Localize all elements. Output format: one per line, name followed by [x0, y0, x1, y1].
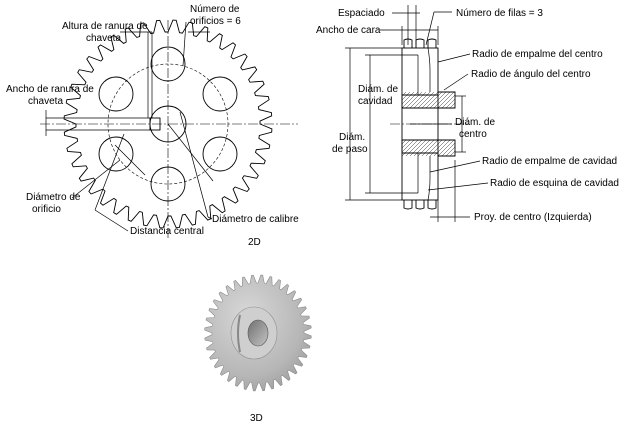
- hatch-line: [417, 91, 435, 109]
- label-keyway-height-1: Altura de ranura de: [62, 21, 148, 32]
- hatch-line: [401, 91, 419, 109]
- hatch-line: [437, 91, 455, 109]
- hatch-line: [413, 139, 431, 157]
- tooth-row: [427, 200, 437, 210]
- hatch-line: [429, 139, 447, 157]
- tooth-row: [427, 38, 437, 48]
- hatch-line: [409, 91, 427, 109]
- label-hole-diameter-1: Diámetro de: [26, 192, 81, 203]
- hatch-line: [449, 102, 456, 109]
- tooth-row: [415, 200, 425, 210]
- hatch-line: [433, 91, 451, 109]
- hatch-line: [401, 139, 407, 145]
- lightening-hole: [98, 136, 134, 172]
- label-hub-angle-radius: Radio de ángulo del centro: [471, 69, 591, 80]
- side-view-leaders: [345, 5, 489, 222]
- iso-bore: [247, 319, 269, 347]
- label-cavity-fillet-radius: Radio de empalme de cavidad: [482, 156, 617, 167]
- label-spacing: Espaciado: [338, 8, 385, 19]
- label-num-holes-1: Número de: [190, 4, 240, 15]
- hatch-line: [437, 139, 455, 157]
- hatch-line: [401, 91, 407, 97]
- hatch-line: [449, 150, 456, 157]
- label-cavity-diameter-1: Diám. de: [358, 84, 398, 95]
- hatch-line: [401, 91, 415, 105]
- label-num-holes-2: orificios = 6: [190, 16, 241, 27]
- hatch-line: [453, 106, 456, 109]
- label-center-distance: Distancia central: [130, 226, 204, 237]
- label-hub-diameter-1: Diám. de: [455, 117, 495, 128]
- hatch-line: [441, 94, 456, 109]
- hatch-line: [421, 139, 439, 157]
- hatch-line: [401, 139, 411, 149]
- label-cavity-corner-radius: Radio de esquina de cavidad: [490, 178, 619, 189]
- hatch-line: [421, 91, 439, 109]
- hatch-line: [425, 139, 443, 157]
- tooth-row: [403, 200, 413, 210]
- hatch-line: [401, 139, 415, 153]
- hatch-line: [425, 91, 443, 109]
- label-hub-fillet-radius: Radio de empalme del centro: [472, 49, 603, 60]
- hatch-line: [453, 154, 456, 157]
- hatch-line: [445, 98, 456, 109]
- label-cavity-diameter-2: cavidad: [358, 96, 392, 107]
- label-hole-diameter-2: orificio: [32, 204, 61, 215]
- hatch-line: [429, 91, 447, 109]
- hatch-line: [401, 139, 419, 157]
- front-view-leaders: [45, 21, 214, 232]
- front-view: [40, 19, 298, 240]
- labels: Altura de ranura de chaveta Número de or…: [6, 4, 619, 424]
- hatch-line: [401, 91, 411, 101]
- side-section-view: [390, 38, 470, 210]
- label-pitch-diameter-2: de paso: [332, 144, 368, 155]
- hatch-line: [405, 91, 423, 109]
- label-hub-diameter-2: centro: [459, 129, 487, 140]
- iso-hub-shadow: [237, 314, 241, 353]
- hatch-line: [413, 91, 431, 109]
- label-pitch-diameter-1: Diám.: [339, 132, 365, 143]
- label-keyway-width-2: chaveta: [28, 96, 63, 107]
- label-bore-diameter: Diámetro de calibre: [212, 214, 299, 225]
- hatch-line: [417, 139, 435, 157]
- hatch-line: [409, 139, 427, 157]
- label-view-2d: 2D: [248, 237, 261, 248]
- tooth-row: [415, 38, 425, 48]
- hatch-line: [405, 139, 423, 157]
- label-hub-projection: Proy. de centro (Izquierda): [474, 212, 592, 223]
- lightening-hole: [202, 136, 238, 172]
- hatch-line: [445, 146, 456, 157]
- lightening-hole: [202, 76, 238, 112]
- label-keyway-width-1: Ancho de ranura de: [6, 84, 94, 95]
- label-face-width: Ancho de cara: [316, 25, 381, 36]
- label-num-rows: Número de filas = 3: [456, 8, 543, 19]
- hatch-line: [433, 139, 451, 157]
- label-view-3d: 3D: [250, 413, 263, 424]
- section-hatch: [401, 91, 456, 157]
- hatch-line: [441, 142, 456, 157]
- iso-view: [204, 274, 312, 392]
- lightening-hole: [98, 76, 134, 112]
- label-keyway-height-2: chaveta: [86, 33, 121, 44]
